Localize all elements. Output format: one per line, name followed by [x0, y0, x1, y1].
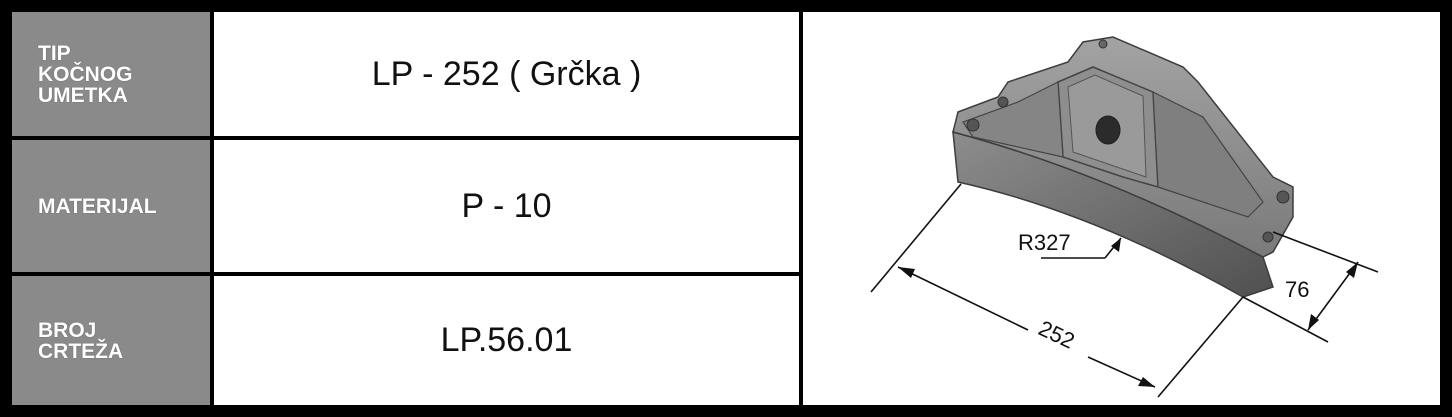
label-materijal: MATERIJAL — [12, 140, 210, 272]
value-text: P - 10 — [461, 186, 552, 225]
length-label: 252 — [1035, 315, 1079, 353]
radius-label: R327 — [1018, 230, 1071, 255]
label-text: BROJ CRTEŽA — [38, 318, 124, 363]
brake-shoe-drawing: R327 252 76 — [870, 36, 1379, 398]
value-materijal: P - 10 — [214, 140, 799, 272]
label-text: MATERIJAL — [38, 194, 157, 218]
center-hole-shape — [1095, 115, 1121, 145]
part-drawing-panel: R327 252 76 — [803, 12, 1440, 405]
value-text: LP - 252 ( Grčka ) — [371, 54, 642, 93]
label-broj-crteza: BROJ CRTEŽA — [12, 276, 210, 405]
value-text: LP.56.01 — [440, 321, 573, 359]
width-label: 76 — [1285, 277, 1309, 302]
label-tip-kocnog-umetka: TIP KOČNOG UMETKA — [12, 12, 210, 136]
value-broj-crteza: LP.56.01 — [214, 276, 799, 405]
value-tip-kocnog-umetka: LP - 252 ( Grčka ) — [214, 12, 799, 136]
spec-table: TIP KOČNOG UMETKA LP - 252 ( Grčka ) MAT… — [10, 10, 1442, 407]
label-text: TIP KOČNOG UMETKA — [38, 41, 133, 107]
